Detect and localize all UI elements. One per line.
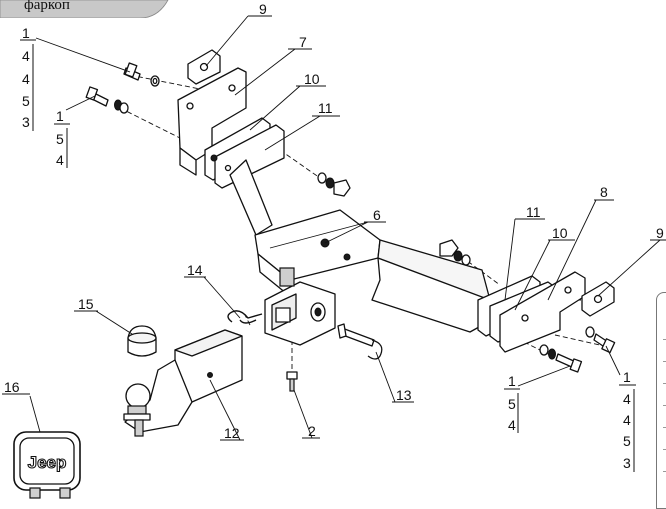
main-crossbar xyxy=(229,159,491,333)
stack-right-mid: 1 5 4 xyxy=(504,373,520,433)
tow-ball xyxy=(123,383,151,437)
header-tab-label: фаркоп xyxy=(24,0,70,13)
callout-7: 7 xyxy=(299,34,307,50)
callout-11-right: 11 xyxy=(526,204,541,220)
right-mounting-bracket xyxy=(499,271,586,353)
callout-15: 15 xyxy=(78,296,94,312)
right-upper-bolt xyxy=(585,326,616,354)
center-nut-set xyxy=(317,172,351,197)
ball-cover xyxy=(127,325,157,357)
left-lower-bolt xyxy=(85,86,129,114)
stack-right-col-3: 5 xyxy=(623,433,631,449)
stack-left-mid: 1 5 4 xyxy=(54,108,70,168)
stack-right-col-4: 3 xyxy=(623,455,631,471)
right-lower-bolt xyxy=(539,344,583,373)
receiver-box xyxy=(264,267,336,346)
stack-left-top-0: 1 xyxy=(22,25,30,41)
cover-logo: Jeep xyxy=(28,453,67,472)
receiver-bolt xyxy=(286,371,298,392)
stack-left-top-2: 4 xyxy=(22,71,30,87)
leader-lines xyxy=(29,15,661,441)
callout-10-right: 10 xyxy=(552,225,568,241)
callout-12: 12 xyxy=(224,425,240,441)
left-top-bolt xyxy=(123,62,160,87)
callout-9-right: 9 xyxy=(656,225,664,241)
callout-8: 8 xyxy=(600,184,608,200)
left-mounting-bracket xyxy=(177,67,247,176)
callout-14: 14 xyxy=(187,262,203,278)
stack-right-col-0: 1 xyxy=(623,369,631,385)
callout-2: 2 xyxy=(308,423,316,439)
hitch-pin xyxy=(337,323,383,360)
stack-right-col-1: 4 xyxy=(623,391,631,407)
callout-6: 6 xyxy=(373,207,381,223)
stack-right-mid-1: 5 xyxy=(508,396,516,412)
stack-right-col-2: 4 xyxy=(623,412,631,428)
header-tab: фаркоп xyxy=(0,0,170,18)
right-top-nut-set xyxy=(439,239,471,266)
callout-11-left: 11 xyxy=(318,100,333,116)
stack-left-mid-1: 5 xyxy=(56,131,64,147)
stack-right-mid-2: 4 xyxy=(508,417,516,433)
callouts: 9 7 10 11 6 8 11 10 9 14 15 13 12 xyxy=(2,1,666,441)
right-backing-plate xyxy=(581,281,615,317)
stack-left-top-3: 5 xyxy=(22,93,30,109)
callout-9-left: 9 xyxy=(259,1,267,17)
stack-left-mid-2: 4 xyxy=(56,152,64,168)
stack-left-top-1: 4 xyxy=(22,48,30,64)
callout-10-left: 10 xyxy=(304,71,320,87)
stack-left-top-4: 3 xyxy=(22,114,30,130)
stack-left-mid-0: 1 xyxy=(56,108,64,124)
retaining-clip xyxy=(227,310,263,324)
hitch-cover: Jeep xyxy=(13,431,81,499)
stack-left-top: 1 4 4 5 3 xyxy=(20,25,36,131)
callout-16: 16 xyxy=(4,379,20,395)
callout-13: 13 xyxy=(396,387,412,403)
stack-right-col: 1 4 4 5 3 xyxy=(619,369,636,472)
stack-right-mid-0: 1 xyxy=(508,373,516,389)
